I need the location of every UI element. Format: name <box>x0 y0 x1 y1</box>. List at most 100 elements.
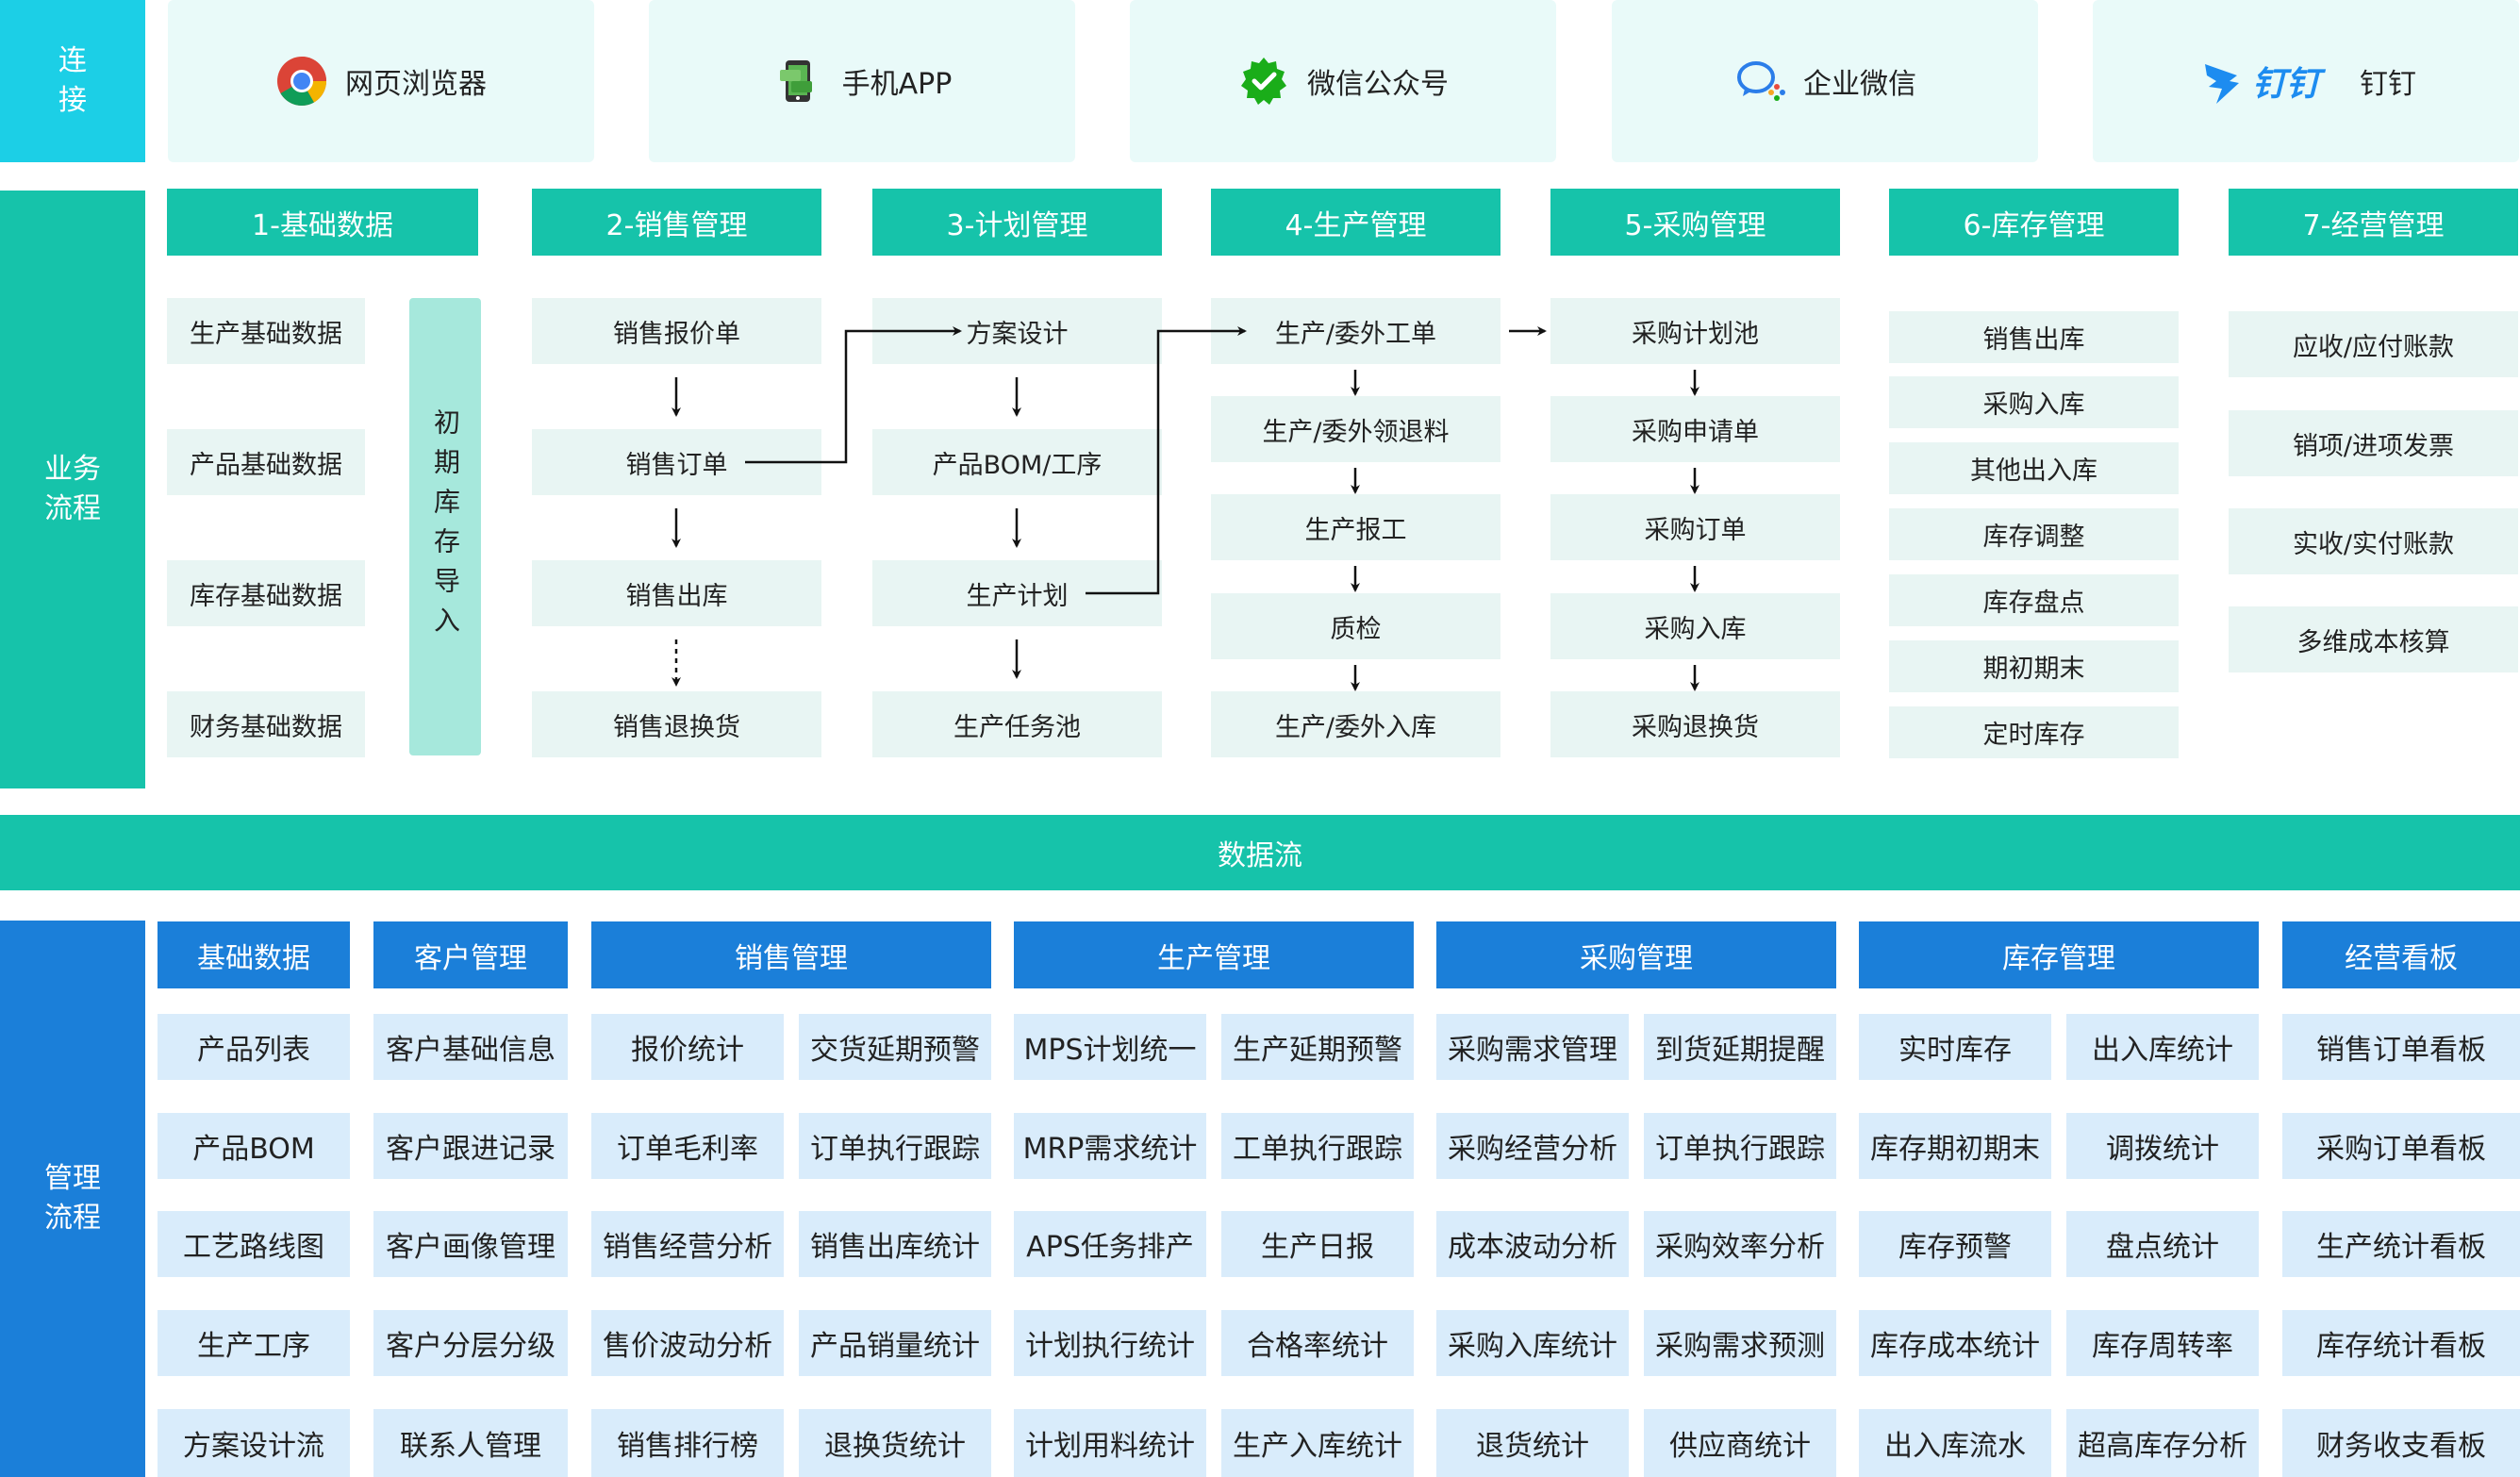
management-item[interactable]: 财务收支看板 <box>2282 1409 2520 1477</box>
business-item[interactable]: 采购入库 <box>1550 593 1840 659</box>
management-item[interactable]: 订单执行跟踪 <box>799 1113 991 1179</box>
business-item[interactable]: 生产/委外入库 <box>1211 691 1500 757</box>
connect-card-2[interactable]: 手机APP <box>649 0 1075 162</box>
business-item[interactable]: 质检 <box>1211 593 1500 659</box>
management-item[interactable]: 采购需求管理 <box>1436 1014 1629 1080</box>
management-item[interactable]: 到货延期提醒 <box>1644 1014 1836 1080</box>
management-item[interactable]: 销售出库统计 <box>799 1211 991 1277</box>
management-item[interactable]: 销售订单看板 <box>2282 1014 2520 1080</box>
management-item[interactable]: 库存统计看板 <box>2282 1310 2520 1376</box>
business-item[interactable]: 定时库存 <box>1889 706 2179 758</box>
management-item[interactable]: 生产工序 <box>158 1310 350 1376</box>
business-item[interactable]: 多维成本核算 <box>2229 606 2518 672</box>
business-item[interactable]: 采购退换货 <box>1550 691 1840 757</box>
management-item[interactable]: 产品BOM <box>158 1113 350 1179</box>
business-item[interactable]: 产品基础数据 <box>167 429 365 495</box>
business-item[interactable]: 销项/进项发票 <box>2229 410 2518 476</box>
management-item[interactable]: 成本波动分析 <box>1436 1211 1629 1277</box>
module-head-7[interactable]: 7-经营管理 <box>2229 189 2518 256</box>
business-item[interactable]: 生产基础数据 <box>167 298 365 364</box>
module-head-6[interactable]: 6-库存管理 <box>1889 189 2179 256</box>
business-item[interactable]: 采购入库 <box>1889 376 2179 428</box>
business-item[interactable]: 销售退换货 <box>532 691 821 757</box>
business-item[interactable]: 期初期末 <box>1889 640 2179 692</box>
management-item[interactable]: 库存成本统计 <box>1859 1310 2051 1376</box>
management-item[interactable]: 计划执行统计 <box>1014 1310 1206 1376</box>
management-item[interactable]: 生产日报 <box>1221 1211 1414 1277</box>
management-item[interactable]: 客户分层分级 <box>373 1310 568 1376</box>
management-item[interactable]: 供应商统计 <box>1644 1409 1836 1477</box>
management-item[interactable]: 计划用料统计 <box>1014 1409 1206 1477</box>
management-item[interactable]: MPS计划统一 <box>1014 1014 1206 1080</box>
module-head-5[interactable]: 5-采购管理 <box>1550 189 1840 256</box>
connect-card-4[interactable]: 企业微信 <box>1612 0 2038 162</box>
management-item[interactable]: 客户基础信息 <box>373 1014 568 1080</box>
business-item[interactable]: 销售出库 <box>1889 311 2179 363</box>
management-item[interactable]: 采购订单看板 <box>2282 1113 2520 1179</box>
management-item[interactable]: 工艺路线图 <box>158 1211 350 1277</box>
business-item[interactable]: 采购订单 <box>1550 494 1840 560</box>
management-item[interactable]: 库存预警 <box>1859 1211 2051 1277</box>
management-head-1[interactable]: 基础数据 <box>158 921 350 988</box>
management-item[interactable]: 方案设计流 <box>158 1409 350 1477</box>
business-item[interactable]: 产品BOM/工序 <box>872 429 1162 495</box>
management-item[interactable]: 超高库存分析 <box>2066 1409 2259 1477</box>
management-item[interactable]: 调拨统计 <box>2066 1113 2259 1179</box>
module-head-4[interactable]: 4-生产管理 <box>1211 189 1500 256</box>
management-item[interactable]: 退换货统计 <box>799 1409 991 1477</box>
management-item[interactable]: 售价波动分析 <box>591 1310 784 1376</box>
business-item[interactable]: 库存调整 <box>1889 508 2179 560</box>
management-head-4[interactable]: 生产管理 <box>1014 921 1414 988</box>
management-item[interactable]: 盘点统计 <box>2066 1211 2259 1277</box>
management-item[interactable]: 实时库存 <box>1859 1014 2051 1080</box>
business-item[interactable]: 销售出库 <box>532 560 821 626</box>
management-head-2[interactable]: 客户管理 <box>373 921 568 988</box>
management-item[interactable]: 库存周转率 <box>2066 1310 2259 1376</box>
management-item[interactable]: 订单毛利率 <box>591 1113 784 1179</box>
management-item[interactable]: 销售经营分析 <box>591 1211 784 1277</box>
management-item[interactable]: 生产延期预警 <box>1221 1014 1414 1080</box>
business-item[interactable]: 库存盘点 <box>1889 574 2179 626</box>
management-item[interactable]: 生产入库统计 <box>1221 1409 1414 1477</box>
business-item[interactable]: 生产任务池 <box>872 691 1162 757</box>
management-item[interactable]: 客户画像管理 <box>373 1211 568 1277</box>
module-head-1[interactable]: 1-基础数据 <box>167 189 478 256</box>
management-item[interactable]: 合格率统计 <box>1221 1310 1414 1376</box>
management-item[interactable]: APS任务排产 <box>1014 1211 1206 1277</box>
management-item[interactable]: 产品列表 <box>158 1014 350 1080</box>
business-item[interactable]: 采购申请单 <box>1550 396 1840 462</box>
business-item[interactable]: 其他出入库 <box>1889 442 2179 494</box>
business-item[interactable]: 生产/委外领退料 <box>1211 396 1500 462</box>
business-item[interactable]: 生产/委外工单 <box>1211 298 1500 364</box>
management-item[interactable]: 库存期初期末 <box>1859 1113 2051 1179</box>
business-item[interactable]: 库存基础数据 <box>167 560 365 626</box>
module-head-3[interactable]: 3-计划管理 <box>872 189 1162 256</box>
management-item[interactable]: 客户跟进记录 <box>373 1113 568 1179</box>
management-item[interactable]: 退货统计 <box>1436 1409 1629 1477</box>
management-item[interactable]: 联系人管理 <box>373 1409 568 1477</box>
management-item[interactable]: 采购效率分析 <box>1644 1211 1836 1277</box>
management-item[interactable]: 生产统计看板 <box>2282 1211 2520 1277</box>
management-item[interactable]: MRP需求统计 <box>1014 1113 1206 1179</box>
management-item[interactable]: 报价统计 <box>591 1014 784 1080</box>
connect-card-1[interactable]: 网页浏览器 <box>168 0 594 162</box>
management-item[interactable]: 产品销量统计 <box>799 1310 991 1376</box>
management-item[interactable]: 采购需求预测 <box>1644 1310 1836 1376</box>
management-item[interactable]: 出入库流水 <box>1859 1409 2051 1477</box>
management-item[interactable]: 销售排行榜 <box>591 1409 784 1477</box>
connect-card-5[interactable]: 钉钉钉钉 <box>2093 0 2519 162</box>
business-item[interactable]: 实收/实付账款 <box>2229 508 2518 574</box>
module-head-2[interactable]: 2-销售管理 <box>532 189 821 256</box>
management-item[interactable]: 交货延期预警 <box>799 1014 991 1080</box>
business-item[interactable]: 采购计划池 <box>1550 298 1840 364</box>
management-item[interactable]: 采购入库统计 <box>1436 1310 1629 1376</box>
management-head-5[interactable]: 采购管理 <box>1436 921 1836 988</box>
management-head-6[interactable]: 库存管理 <box>1859 921 2259 988</box>
business-item[interactable]: 销售报价单 <box>532 298 821 364</box>
initial-inventory-import[interactable]: 初期库存导入 <box>409 298 481 755</box>
business-item[interactable]: 生产报工 <box>1211 494 1500 560</box>
connect-card-3[interactable]: 微信公众号 <box>1130 0 1556 162</box>
management-item[interactable]: 订单执行跟踪 <box>1644 1113 1836 1179</box>
business-item[interactable]: 财务基础数据 <box>167 691 365 757</box>
business-item[interactable]: 应收/应付账款 <box>2229 311 2518 377</box>
